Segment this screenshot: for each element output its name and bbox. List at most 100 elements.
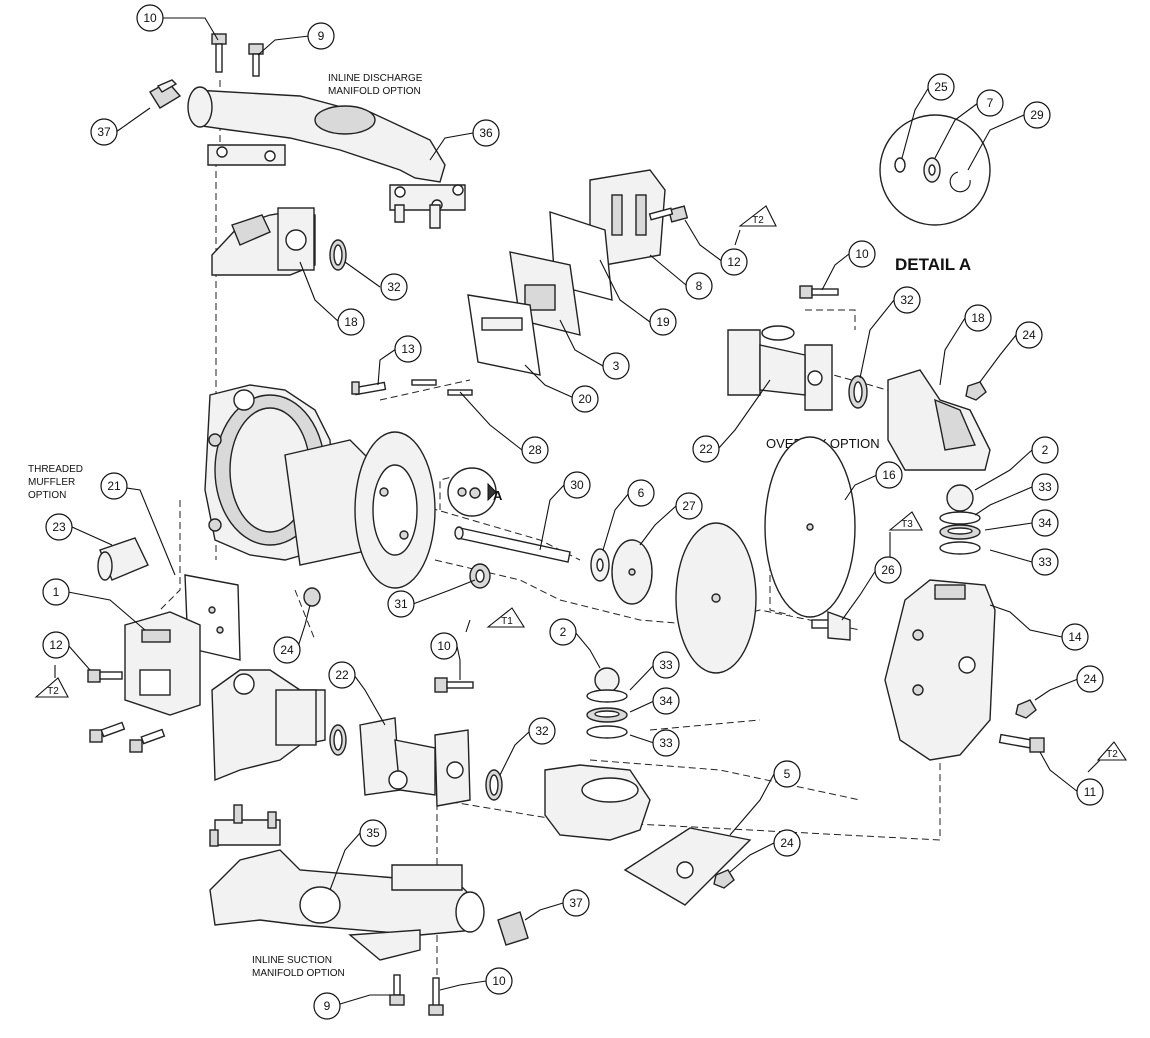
balloon-25: 25: [927, 73, 955, 101]
detail-a-marker: A: [447, 467, 503, 517]
balloon-label: 11: [1084, 785, 1097, 799]
inline-suction-label-line2: MANIFOLD OPTION: [252, 968, 345, 979]
balloon-label: 3: [613, 359, 620, 373]
balloon-label: 10: [143, 11, 157, 25]
balloon-label: 29: [1030, 108, 1044, 122]
balloon-label: 34: [1038, 516, 1052, 530]
balloon-34-right: 34: [1031, 509, 1059, 537]
balloon-label: 5: [784, 767, 791, 781]
shaft-30: [454, 526, 571, 563]
balloon-27: 27: [675, 492, 703, 520]
balloon-13: 13: [394, 335, 422, 363]
balloon-29: 29: [1023, 101, 1051, 129]
balloon-33-middle-top: 33: [652, 651, 680, 679]
balloon-label: 13: [401, 342, 415, 356]
balloon-22-upper: 22: [692, 435, 720, 463]
tag-label: T1: [501, 616, 513, 627]
seat-34-right: [939, 524, 981, 540]
balloon-label: 32: [900, 293, 914, 307]
balloon-label: 18: [344, 315, 358, 329]
balloon-5: 5: [773, 760, 801, 788]
balloon-10-top: 10: [136, 4, 164, 32]
seat-33-right-bottom: [939, 541, 981, 555]
balloon-36: 36: [472, 119, 500, 147]
detail-a-circle: [879, 114, 991, 226]
manifold-flange-22-lower: [359, 717, 471, 807]
balloon-10-middle: 10: [430, 632, 458, 660]
balloon-10-bottom: 10: [485, 967, 513, 995]
outlet-elbow-18: [211, 207, 316, 276]
nut-24-right: [1015, 699, 1037, 719]
inlet-elbow-right: [544, 764, 651, 841]
balloon-24-upper-right: 24: [1015, 321, 1043, 349]
balloon-label: 22: [335, 668, 349, 682]
balloon-12-upper: 12: [720, 248, 748, 276]
balloon-24-center: 24: [273, 636, 301, 664]
seat-33-middle-bottom: [586, 725, 628, 739]
balloon-label: 33: [659, 736, 673, 750]
balloon-label: 31: [394, 597, 408, 611]
balloon-32-upper: 32: [380, 273, 408, 301]
balloon-30: 30: [563, 471, 591, 499]
seal-32-lower-left: [329, 724, 347, 756]
balloon-33-right-bottom: 33: [1031, 548, 1059, 576]
balloon-label: 35: [366, 826, 380, 840]
balloon-label: 32: [387, 280, 401, 294]
outlet-elbow-18-right: [887, 369, 991, 471]
screws-left-lower: [89, 721, 166, 753]
balloon-label: 21: [107, 479, 121, 493]
diaphragm-main: [675, 522, 757, 674]
ball-2-middle: [594, 667, 620, 693]
balloon-11: 11: [1076, 778, 1104, 806]
balloon-label: 30: [570, 478, 584, 492]
fluid-cover-left: [354, 431, 436, 589]
bolt-26: [811, 611, 851, 641]
balloon-label: 10: [492, 974, 506, 988]
balloon-3: 3: [602, 352, 630, 380]
balloon-label: 34: [659, 694, 673, 708]
balloon-label: 26: [881, 563, 895, 577]
inline-suction-label-line1: INLINE SUCTION: [252, 955, 332, 966]
detail-a-letter: A: [493, 488, 503, 503]
tag-t2-upper: T2: [738, 205, 777, 227]
balloon-label: 33: [659, 658, 673, 672]
tag-t2-right: T2: [1096, 741, 1128, 761]
balloon-26: 26: [874, 556, 902, 584]
fluid-cover-right-14: [884, 579, 996, 761]
pin-28: [411, 379, 473, 396]
balloon-label: 24: [780, 836, 794, 850]
balloon-label: 2: [560, 625, 567, 639]
balloon-28: 28: [521, 436, 549, 464]
seat-33-right-top: [939, 511, 981, 525]
balloon-18-upper: 18: [337, 308, 365, 336]
tag-t2-left: T2: [34, 677, 69, 698]
tag-label: T2: [47, 686, 59, 697]
nut-24-upper-right: [965, 381, 987, 401]
balloon-label: 36: [479, 126, 493, 140]
bolt-10-top: [211, 33, 227, 73]
inline-discharge-label-line2: MANIFOLD OPTION: [328, 86, 421, 97]
balloon-label: 37: [569, 896, 583, 910]
threaded-muffler-label-line3: OPTION: [28, 490, 66, 501]
balloon-label: 19: [656, 315, 670, 329]
balloon-label: 9: [318, 29, 325, 43]
balloon-label: 32: [535, 724, 549, 738]
bolt-11: [998, 733, 1045, 753]
balloon-24-right: 24: [1076, 665, 1104, 693]
seal-32-lower-right: [485, 769, 503, 801]
balloon-label: 28: [528, 443, 542, 457]
screw-12-left: [87, 669, 123, 683]
balloon-label: 1: [53, 585, 60, 599]
balloon-37-top: 37: [90, 118, 118, 146]
balloon-label: 6: [638, 486, 645, 500]
tag-label: T2: [752, 215, 764, 226]
balloon-label: 24: [280, 643, 294, 657]
seal-32-upper: [329, 239, 347, 271]
balloon-label: 18: [971, 311, 985, 325]
threaded-muffler-label-line2: MUFFLER: [28, 477, 75, 488]
balloon-22-lower: 22: [328, 661, 356, 689]
balloon-label: 37: [97, 125, 111, 139]
inline-suction-manifold: [209, 804, 485, 961]
balloon-label: 8: [696, 279, 703, 293]
balloon-label: 33: [1038, 480, 1052, 494]
